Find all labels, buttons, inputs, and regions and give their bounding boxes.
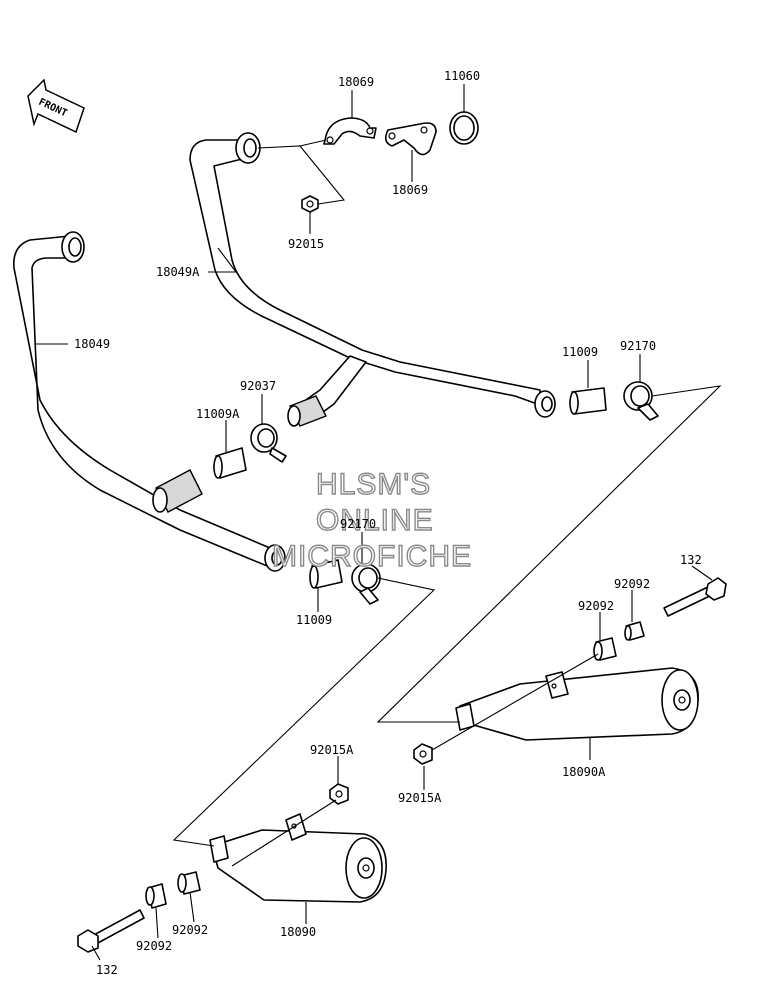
collar-11009A [213,447,247,479]
clamp-92170-mid [351,563,381,605]
washer-92092-left-b [177,871,201,895]
clamp-92037 [250,423,287,463]
bolt-132-right [663,577,727,617]
label-18069-top: 18069 [338,75,374,89]
label-92015: 92015 [288,237,324,251]
label-18069-bottom: 18069 [392,183,428,197]
nut-92015 [301,195,319,213]
label-11009-mid: 11009 [296,613,332,627]
muffler-18090A [455,667,699,741]
bolt-132-left [77,909,145,953]
washer-92092-right-a [624,621,645,641]
watermark-line-1: HLSM'S [316,468,431,501]
label-92092-left-b: 92092 [172,923,208,937]
label-11009A: 11009A [196,407,240,421]
exhaust-pipe-18049 [13,231,286,572]
washer-92092-right-b [593,637,617,661]
washer-92092-left-a [145,883,167,909]
bracket-18069-top [323,117,377,145]
label-18049: 18049 [74,337,110,351]
collar-11009-mid [309,559,343,589]
clamp-92170-right [623,381,659,421]
label-18090: 18090 [280,925,316,939]
gasket-11060 [449,111,479,145]
label-92092-right-a: 92092 [614,577,650,591]
label-92092-left-a: 92092 [136,939,172,953]
watermark-line-2: ONLINE [316,504,434,537]
exhaust-pipe-18049A [189,132,556,427]
label-18090A: 18090A [562,765,606,779]
label-92015A-right: 92015A [398,791,442,805]
watermark-line-3: MICROFICHE [272,540,472,573]
label-11009-right: 11009 [562,345,598,359]
watermark: HLSM'S ONLINE MICROFICHE [271,467,472,573]
front-direction-arrow: FRONT [27,78,85,134]
collar-11009-right [569,387,607,415]
bracket-18069-bottom [384,122,437,156]
label-132-right: 132 [680,553,702,567]
label-11060: 11060 [444,69,480,83]
label-92037: 92037 [240,379,276,393]
part-labels: 18069 11060 18069 92015 18049A 18049 110… [74,69,702,977]
nut-92015A-right [413,743,433,765]
label-132-left: 132 [96,963,118,977]
label-92092-right-b: 92092 [578,599,614,613]
label-92015A-left: 92015A [310,743,354,757]
label-18049A: 18049A [156,265,200,279]
muffler-18090 [209,813,387,903]
label-92170-mid: 92170 [340,517,376,531]
label-92170-right: 92170 [620,339,656,353]
leader-lines [34,84,722,961]
nut-92015A-left [329,783,349,805]
